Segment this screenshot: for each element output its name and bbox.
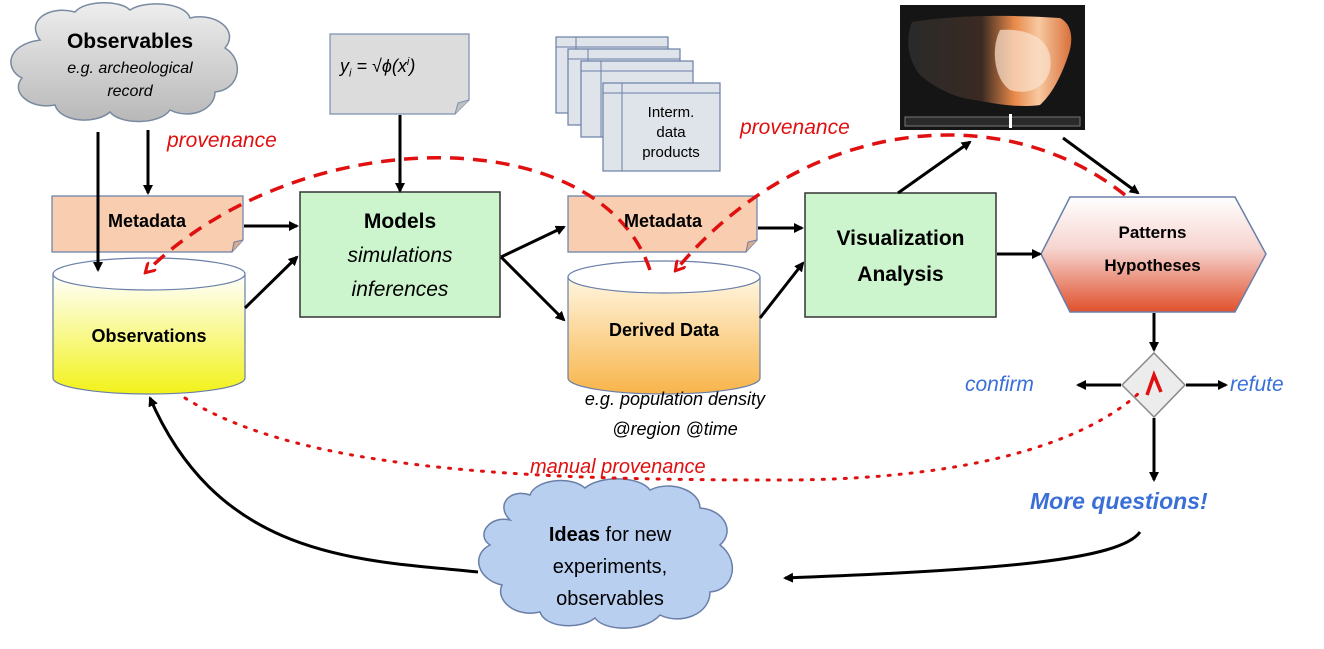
- models-title: Models: [363, 210, 437, 233]
- ideas-cloud: [478, 478, 734, 629]
- formula-lhs-sub: i: [349, 67, 352, 80]
- patterns-line1: Patterns: [1118, 223, 1187, 242]
- map-image: [900, 5, 1085, 130]
- observables-line2: record: [107, 83, 153, 100]
- visualization-line1: Visualization: [836, 227, 965, 250]
- more-questions-label: More questions!: [1030, 488, 1208, 514]
- provenance-arrows: [146, 133, 1127, 272]
- interm-line3: products: [642, 144, 700, 161]
- observables-title: Observables: [66, 30, 194, 53]
- provenance-right-label: provenance: [740, 116, 850, 139]
- derived-note-line1: e.g. population density: [584, 389, 766, 409]
- manual-provenance-line: [183, 390, 1142, 482]
- derived-data-cylinder: [567, 260, 761, 395]
- refute-label: refute: [1230, 373, 1284, 396]
- models-line2: inferences: [351, 278, 449, 301]
- formula-rhs-end: ): [409, 56, 416, 76]
- confirm-label: confirm: [965, 373, 1034, 396]
- metadata-left-label: Metadata: [107, 211, 187, 231]
- visualization-box: [804, 192, 997, 318]
- formula-rhs-sup: i: [406, 56, 410, 68]
- observations-label: Observations: [91, 326, 207, 346]
- ideas-line1: Ideas for new: [510, 524, 710, 547]
- metadata-mid-label: Metadata: [623, 211, 703, 231]
- patterns-hexagon: [1040, 196, 1267, 313]
- patterns-line2: Hypotheses: [1104, 256, 1201, 275]
- derived-label: Derived Data: [608, 320, 720, 340]
- interm-line2: data: [656, 124, 686, 141]
- derived-note-line2: @region @time: [612, 419, 738, 439]
- formula-rhs: = √ϕ(x: [351, 56, 407, 76]
- formula: yi = √ϕ(xi): [340, 56, 465, 80]
- ideas-line2: experiments,: [552, 556, 668, 578]
- ideas-bold: Ideas: [548, 524, 600, 546]
- decision-diamond: [1120, 351, 1187, 419]
- visualization-line2: Analysis: [857, 263, 944, 286]
- formula-lhs: y: [340, 56, 349, 76]
- interm-data-stack: [555, 36, 721, 172]
- ideas-line3: observables: [556, 588, 664, 610]
- models-box: [299, 191, 501, 318]
- manual-provenance-arrowhead: [1145, 370, 1163, 396]
- interm-line1: Interm.: [647, 104, 695, 121]
- manual-provenance-label: manual provenance: [530, 456, 706, 478]
- provenance-left-label: provenance: [167, 129, 277, 152]
- formula-note: [329, 33, 470, 115]
- observables-line1: e.g. archeological: [67, 60, 193, 77]
- metadata-left-note: [51, 195, 244, 253]
- flow-arrows: [93, 115, 1228, 583]
- metadata-mid-note: [567, 195, 758, 253]
- models-line1: simulations: [347, 244, 453, 267]
- observables-cloud: [10, 2, 239, 123]
- ideas-rest: for new: [600, 524, 672, 546]
